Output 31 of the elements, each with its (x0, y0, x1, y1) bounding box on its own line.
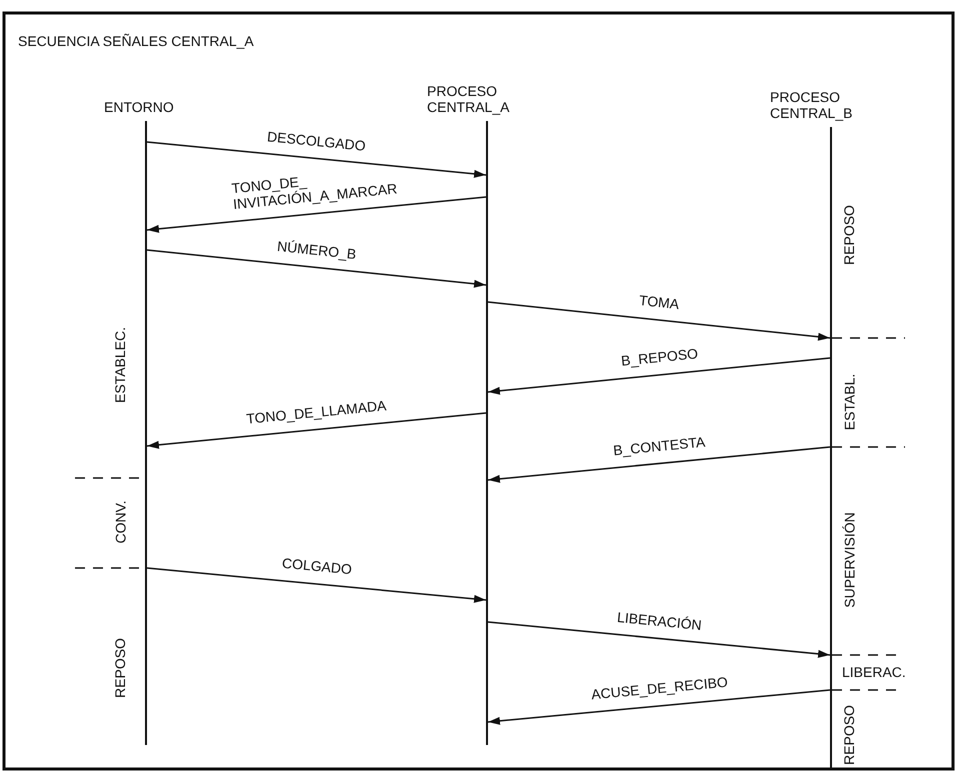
edge-label: NÚMERO_B (276, 237, 357, 262)
phase-label: ESTABLEC. (113, 327, 127, 403)
diagram-title: SECUENCIA SEÑALES CENTRAL_A (18, 33, 254, 49)
message-arrow (488, 689, 830, 725)
message-arrow (146, 567, 486, 603)
phase-label: CONV. (113, 500, 128, 544)
phase-label: REPOSO (842, 205, 856, 265)
message-arrow (488, 446, 830, 483)
edge-label: DESCOLGADO (266, 128, 366, 154)
edge-label: B_REPOSO (620, 345, 698, 369)
message-arrow (146, 249, 486, 288)
edge-label: COLGADO (280, 554, 352, 578)
lifeline-header: PROCESO CENTRAL_A (427, 83, 510, 115)
edge-label: TOMA (638, 292, 680, 312)
message-arrow (146, 196, 486, 233)
phase-label: REPOSO (112, 638, 127, 698)
edge-label: ACUSE_DE_RECIBO (590, 674, 728, 702)
edge-label: TONO_DE_LLAMADA (246, 396, 388, 426)
phase-label: LIBERAC. (842, 665, 906, 679)
lifeline-header: ENTORNO (104, 99, 175, 115)
message-arrow (146, 412, 486, 449)
phase-label: SUPERVISIÓN (842, 512, 856, 608)
message-arrow (488, 301, 830, 341)
phase-label: ESTABL. (842, 374, 856, 430)
message-arrow (488, 357, 830, 395)
message-arrow (146, 141, 486, 178)
edge-label: B_CONTESTA (612, 433, 706, 458)
lifeline-header: PROCESO CENTRAL_B (770, 89, 854, 121)
phase-label: REPOSO (842, 705, 856, 765)
edge-label: LIBERACIÓN (616, 608, 702, 633)
message-arrow (488, 621, 830, 658)
